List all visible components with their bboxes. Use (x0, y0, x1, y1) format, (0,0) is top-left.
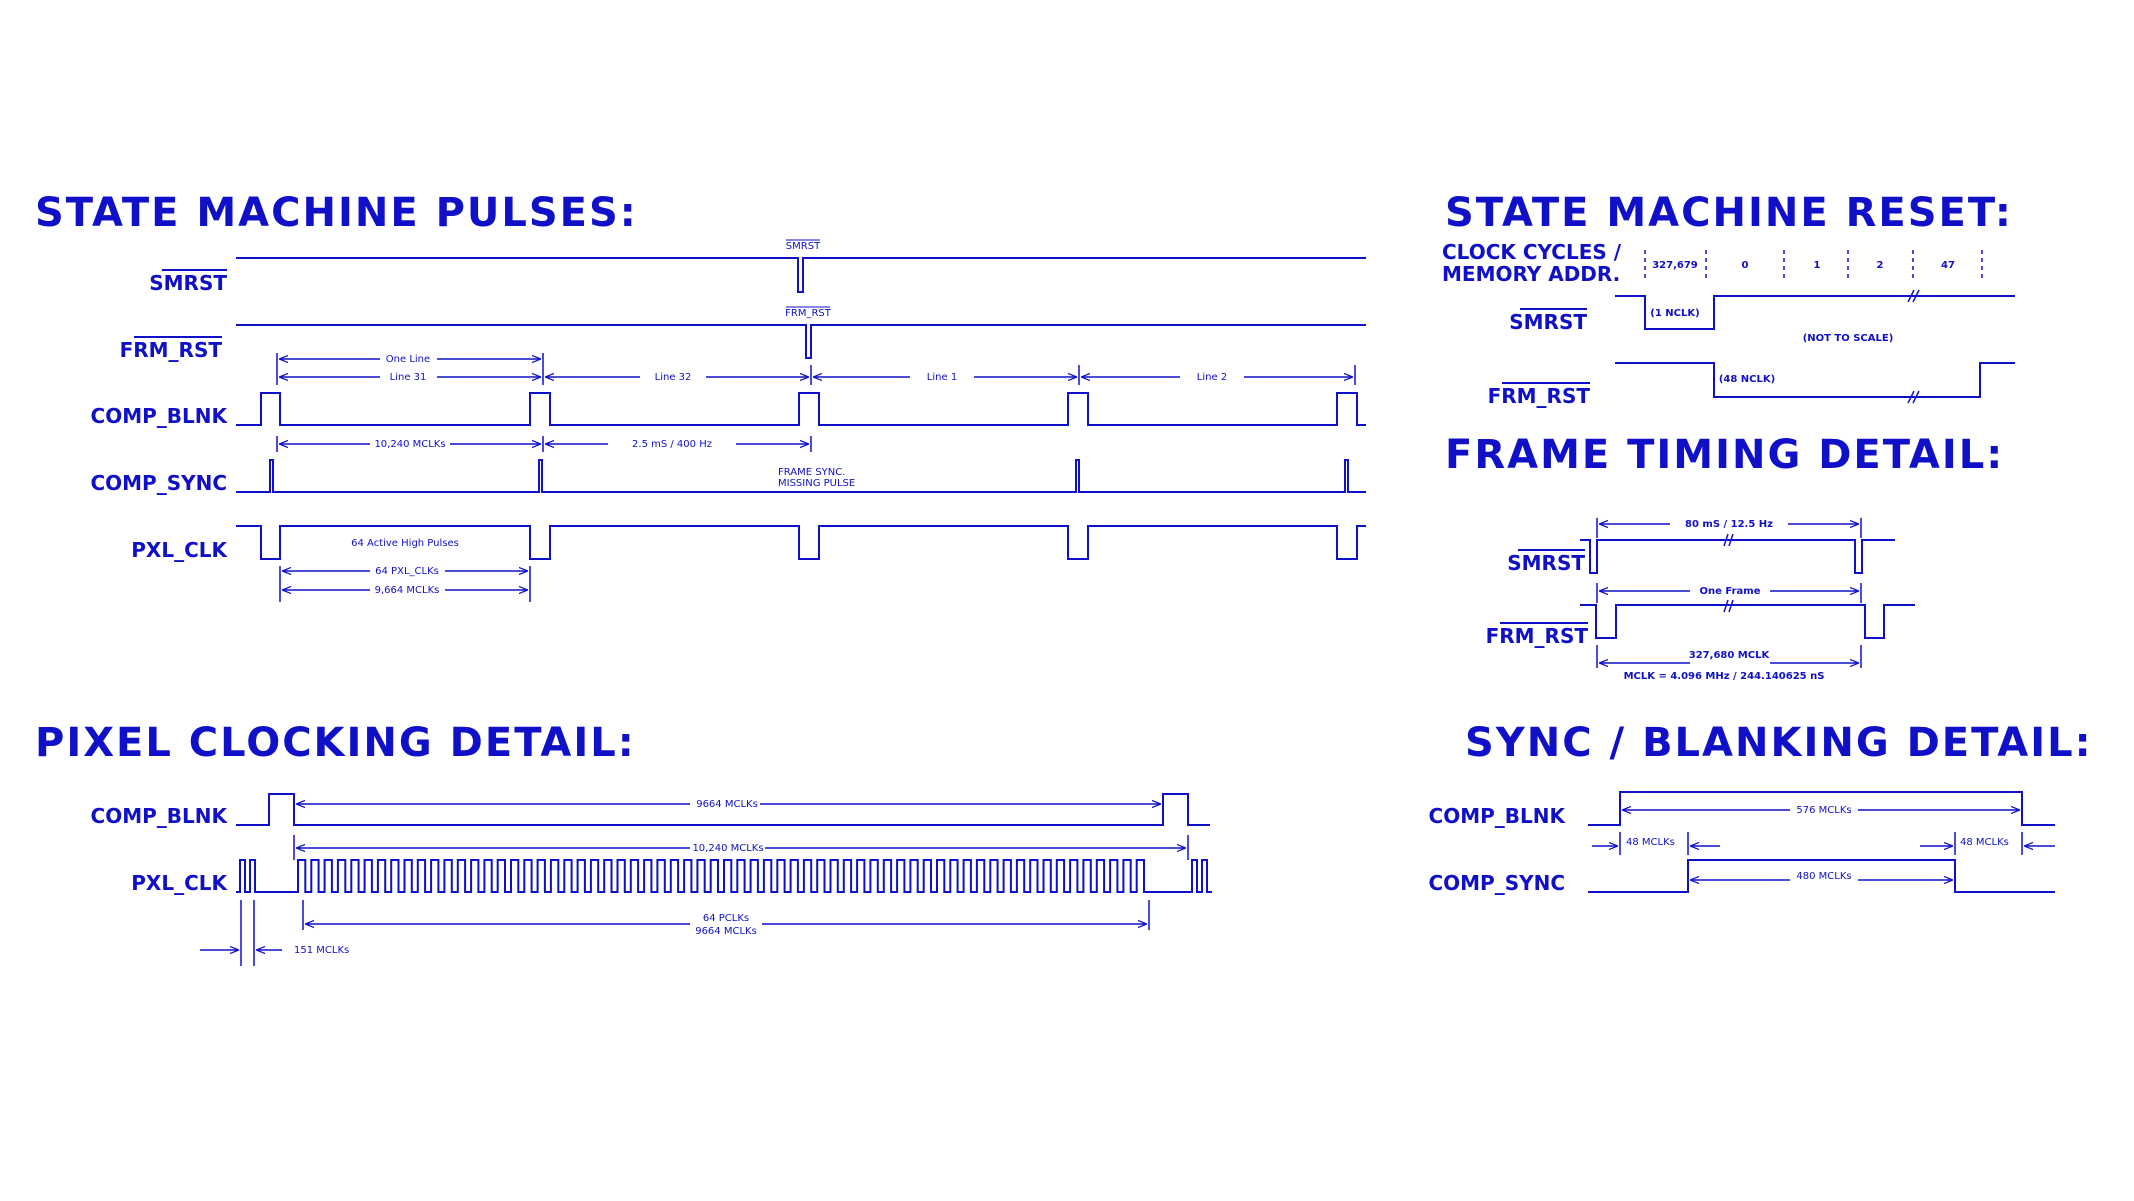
line31-note: Line 31 (390, 372, 427, 383)
reset-frm-rst-waveform (1615, 362, 2015, 398)
mclk-def-note: MCLK = 4.096 MHz / 244.140625 nS (1624, 671, 1825, 682)
pulses-frm-rst-label: FRM_RST (120, 338, 223, 362)
pixel-pxl-clk-waveform (236, 859, 1212, 893)
reset-header-line2: MEMORY ADDR. (1442, 262, 1620, 286)
reset-title: STATE MACHINE RESET: (1445, 190, 2013, 236)
break-mark (1907, 390, 1915, 404)
sync-blanking-section: SYNC / BLANKING DETAIL: COMP_BLNK COMP_S… (1428, 720, 2093, 895)
mclks-10240-note: 10,240 MCLKs (374, 439, 445, 450)
mclk-count-note: 327,680 MCLK (1689, 650, 1771, 661)
not-to-scale-note: (NOT TO SCALE) (1803, 333, 1894, 344)
line-rate-note: 2.5 mS / 400 Hz (632, 439, 712, 450)
reset-smrst-label: SMRST (1509, 310, 1587, 334)
break-mark (1723, 599, 1729, 613)
break-mark (1912, 390, 1920, 404)
frame-frm-rst-label: FRM_RST (1486, 624, 1589, 648)
line32-note: Line 32 (655, 372, 692, 383)
pixel-comp-blnk-waveform (236, 793, 1210, 826)
reset-header-line1: CLOCK CYCLES / (1442, 240, 1622, 264)
active-pulses-note: 64 Active High Pulses (351, 538, 459, 549)
mclks-48-left-note: 48 MCLKs (1626, 837, 1675, 848)
frame-sync-note-1: FRAME SYNC. (778, 467, 845, 478)
mclks-48-right-note: 48 MCLKs (1960, 837, 2009, 848)
pclks-64-note: 64 PCLKs (703, 913, 749, 924)
one-nclk-note: (1 NCLK) (1650, 308, 1699, 319)
nclk-48-note: (48 NCLK) (1719, 374, 1775, 385)
break-mark (1728, 599, 1734, 613)
one-frame-note: One Frame (1700, 586, 1761, 597)
sync-title: SYNC / BLANKING DETAIL: (1465, 720, 2093, 766)
mclks-576-note: 576 MCLKs (1796, 805, 1851, 816)
smrst-tag: SMRST (786, 241, 821, 252)
pulses-comp-blnk-label: COMP_BLNK (91, 404, 229, 428)
pulses-pxl-clk-label: PXL_CLK (131, 538, 228, 562)
frame-sync-note-2: MISSING PULSE (778, 478, 855, 489)
state-machine-pulses-section: STATE MACHINE PULSES: SMRST FRM_RST COMP… (35, 190, 1366, 602)
pixel-clocking-section: PIXEL CLOCKING DETAIL: COMP_BLNK PXL_CLK… (35, 720, 1212, 966)
line2-note: Line 2 (1197, 372, 1227, 383)
frame-title: FRAME TIMING DETAIL: (1445, 432, 2004, 478)
frame-timing-section: FRAME TIMING DETAIL: SMRST FRM_RST 80 mS… (1445, 432, 2004, 682)
period-note: 80 mS / 12.5 Hz (1685, 519, 1773, 530)
smrst-waveform (236, 257, 1366, 293)
cycle-label: 2 (1877, 260, 1884, 271)
break-mark (1907, 289, 1915, 303)
frame-smrst-waveform (1580, 539, 1895, 574)
sync-comp-blnk-label: COMP_BLNK (1429, 804, 1567, 828)
pulses-comp-sync-label: COMP_SYNC (90, 471, 227, 495)
pixel-pxl-clk-label: PXL_CLK (131, 871, 228, 895)
state-machine-reset-section: STATE MACHINE RESET: CLOCK CYCLES / MEMO… (1442, 190, 2015, 408)
pulses-title: STATE MACHINE PULSES: (35, 190, 638, 236)
cycle-label: 1 (1814, 260, 1821, 271)
mclks-9664-note: 9,664 MCLKs (375, 585, 440, 596)
mclks-9664-note: 9664 MCLKs (696, 799, 758, 810)
frame-frm-rst-waveform (1580, 604, 1915, 639)
mclks-151-note: 151 MCLKs (294, 945, 349, 956)
frm-rst-waveform (236, 324, 1366, 359)
pixel-comp-blnk-label: COMP_BLNK (91, 804, 229, 828)
sync-comp-blnk-waveform (1588, 791, 2055, 826)
cycle-label: 0 (1742, 260, 1749, 271)
one-line-note: One Line (386, 354, 430, 365)
frame-smrst-label: SMRST (1507, 551, 1585, 575)
reset-frm-rst-label: FRM_RST (1488, 384, 1591, 408)
comp-sync-waveform (236, 459, 1366, 493)
cycle-label: 327,679 (1652, 260, 1698, 271)
reset-smrst-waveform (1615, 295, 2015, 330)
pxl-clk-waveform (236, 525, 1366, 560)
break-mark (1912, 289, 1920, 303)
mclks-9664-b-note: 9664 MCLKs (695, 926, 757, 937)
comp-blnk-waveform (236, 392, 1366, 426)
sync-comp-sync-label: COMP_SYNC (1428, 871, 1565, 895)
mclks-10240-note: 10,240 MCLKs (692, 843, 763, 854)
break-mark (1723, 533, 1729, 547)
break-mark (1728, 533, 1734, 547)
cycle-label: 47 (1941, 260, 1955, 271)
mclks-480-note: 480 MCLKs (1796, 871, 1851, 882)
pixel-title: PIXEL CLOCKING DETAIL: (35, 720, 636, 766)
sync-comp-sync-waveform (1588, 859, 2055, 893)
pulses-smrst-label: SMRST (149, 271, 227, 295)
pxl-clks-note: 64 PXL_CLKs (375, 566, 439, 577)
frm-rst-tag: FRM_RST (785, 308, 832, 319)
line1-note: Line 1 (927, 372, 957, 383)
